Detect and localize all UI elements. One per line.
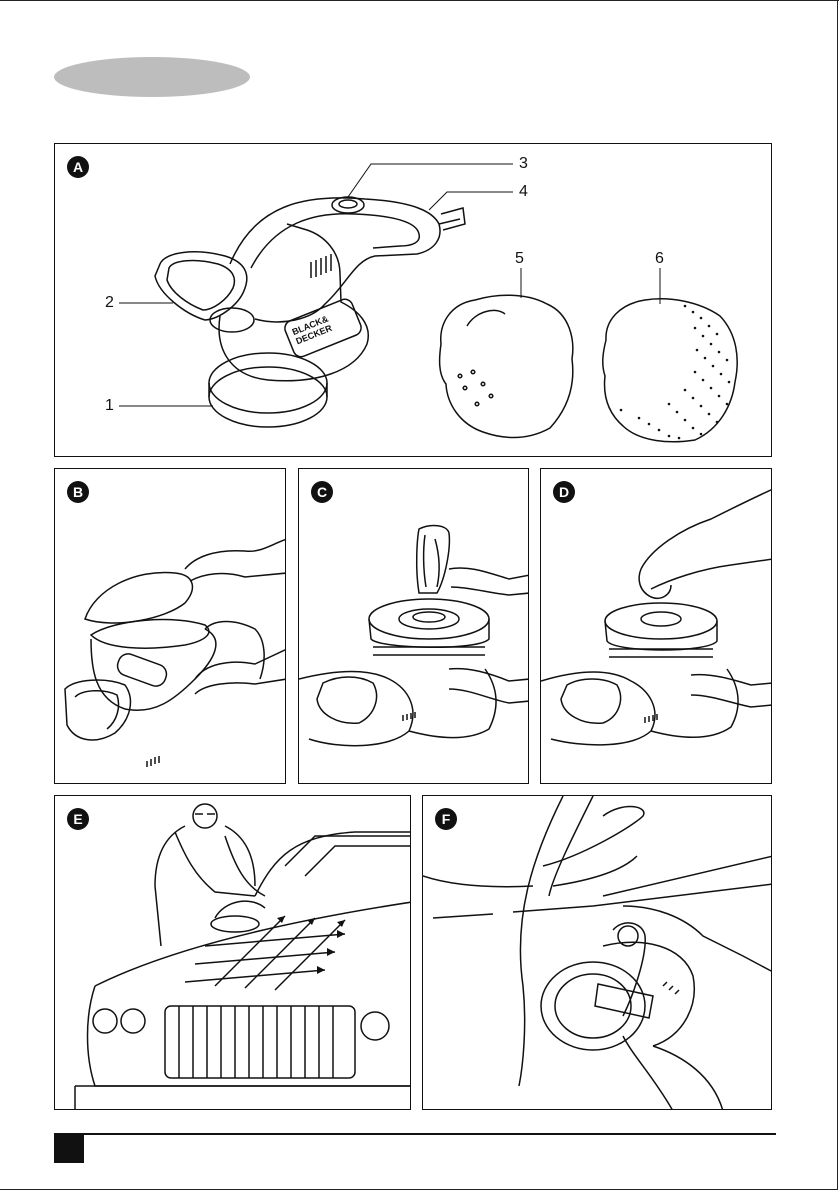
figure-c-panel: C: [298, 468, 529, 784]
figure-c-illustration: [299, 469, 529, 784]
callout-3: 3: [519, 155, 528, 173]
callout-2: 2: [105, 294, 114, 312]
callout-1: 1: [105, 397, 114, 415]
figure-a-panel: A 1 2 3 4 5 6 BLACK& DECKER: [54, 143, 772, 457]
figure-f-illustration: [423, 796, 772, 1110]
callout-6: 6: [655, 250, 664, 268]
figure-d-panel: D: [540, 468, 772, 784]
polisher-base-pad: [209, 353, 327, 413]
figure-b-badge: B: [67, 481, 89, 503]
figure-f-panel: F: [422, 795, 772, 1110]
figure-a-badge: A: [67, 156, 89, 178]
polisher-body: [219, 224, 368, 381]
figure-e-panel: E: [54, 795, 411, 1110]
applicator-bonnet-texture: [620, 305, 731, 440]
language-tab-pill: [54, 57, 250, 97]
figure-e-badge: E: [67, 808, 89, 830]
figure-b-panel: B: [54, 468, 286, 784]
applicator-bonnet: [603, 299, 737, 442]
figure-e-illustration: [55, 796, 411, 1110]
callout-4: 4: [519, 183, 528, 201]
figure-d-badge: D: [553, 481, 575, 503]
callout-5: 5: [515, 250, 524, 268]
figure-d-illustration: [541, 469, 772, 784]
page-number-box: [54, 1133, 84, 1163]
figure-b-illustration: [55, 469, 286, 784]
footer-rule: [54, 1133, 776, 1135]
polishing-bonnet: [440, 295, 573, 437]
figure-f-badge: F: [435, 808, 457, 830]
figure-a-illustration: [55, 144, 772, 457]
figure-c-badge: C: [311, 481, 333, 503]
